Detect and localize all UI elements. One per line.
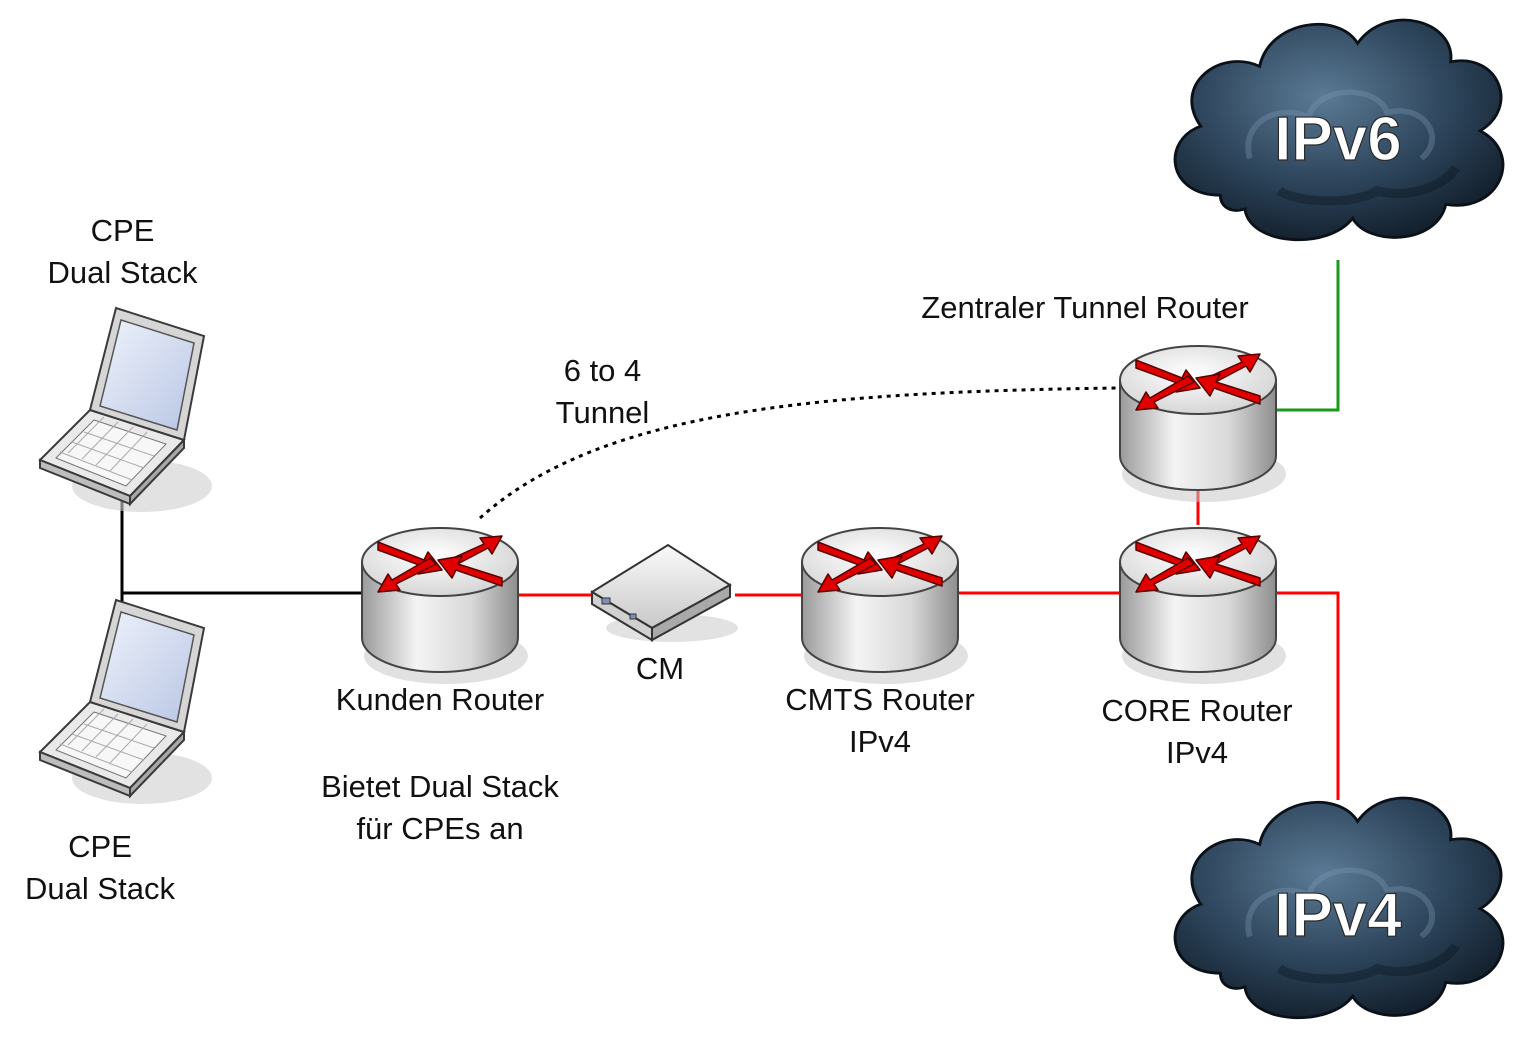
core-router-label: CORE Router IPv4 bbox=[1072, 690, 1322, 774]
core-router-icon bbox=[1119, 527, 1287, 685]
ipv6-cloud-label: IPv6 bbox=[1274, 105, 1402, 174]
cmts-router-label-line2: IPv4 bbox=[848, 724, 912, 759]
tunnel-router-label: Zentraler Tunnel Router bbox=[921, 290, 1249, 325]
tunnel-label-line2: Tunnel bbox=[555, 395, 650, 430]
kunden-router-note: Bietet Dual Stack für CPEs an bbox=[290, 766, 590, 850]
cpe-bottom-label-line1: CPE bbox=[68, 829, 132, 864]
kunden-router-note-line1: Bietet Dual Stack bbox=[321, 769, 559, 804]
cable-modem-icon bbox=[590, 543, 738, 642]
cpe-top-label-line2: Dual Stack bbox=[47, 255, 198, 290]
cpe-bottom-label: CPE Dual Stack bbox=[0, 826, 200, 910]
ipv6-links bbox=[1272, 260, 1340, 412]
tunnel-router-icon bbox=[1119, 345, 1287, 503]
kunden-router-note-line2: für CPEs an bbox=[356, 811, 524, 846]
kunden-router-icon bbox=[361, 527, 529, 685]
laptop-cpe-top bbox=[39, 307, 213, 513]
ipv4-cloud-label: IPv4 bbox=[1274, 881, 1402, 950]
cpe-top-label: CPE Dual Stack bbox=[20, 210, 225, 294]
tunnel-label: 6 to 4 Tunnel bbox=[520, 350, 685, 434]
tunnel-link-6to4 bbox=[478, 386, 1119, 520]
cmts-router-icon bbox=[801, 527, 969, 685]
core-router-label-line2: IPv4 bbox=[1165, 735, 1229, 770]
kunden-router-label: Kunden Router bbox=[335, 682, 545, 717]
laptop-cpe-bottom bbox=[39, 599, 213, 805]
cm-label: CM bbox=[635, 651, 685, 686]
cmts-router-label-line1: CMTS Router bbox=[785, 682, 975, 717]
tunnel-label-line1: 6 to 4 bbox=[563, 353, 642, 388]
cmts-router-label: CMTS Router IPv4 bbox=[755, 679, 1005, 763]
link-core-ipv4-cloud bbox=[1272, 591, 1340, 800]
link-tunnel-ipv6-cloud bbox=[1272, 260, 1340, 412]
cpe-top-label-line1: CPE bbox=[90, 213, 155, 248]
cpe-bottom-label-line2: Dual Stack bbox=[25, 871, 175, 906]
core-router-label-line1: CORE Router bbox=[1101, 693, 1293, 728]
